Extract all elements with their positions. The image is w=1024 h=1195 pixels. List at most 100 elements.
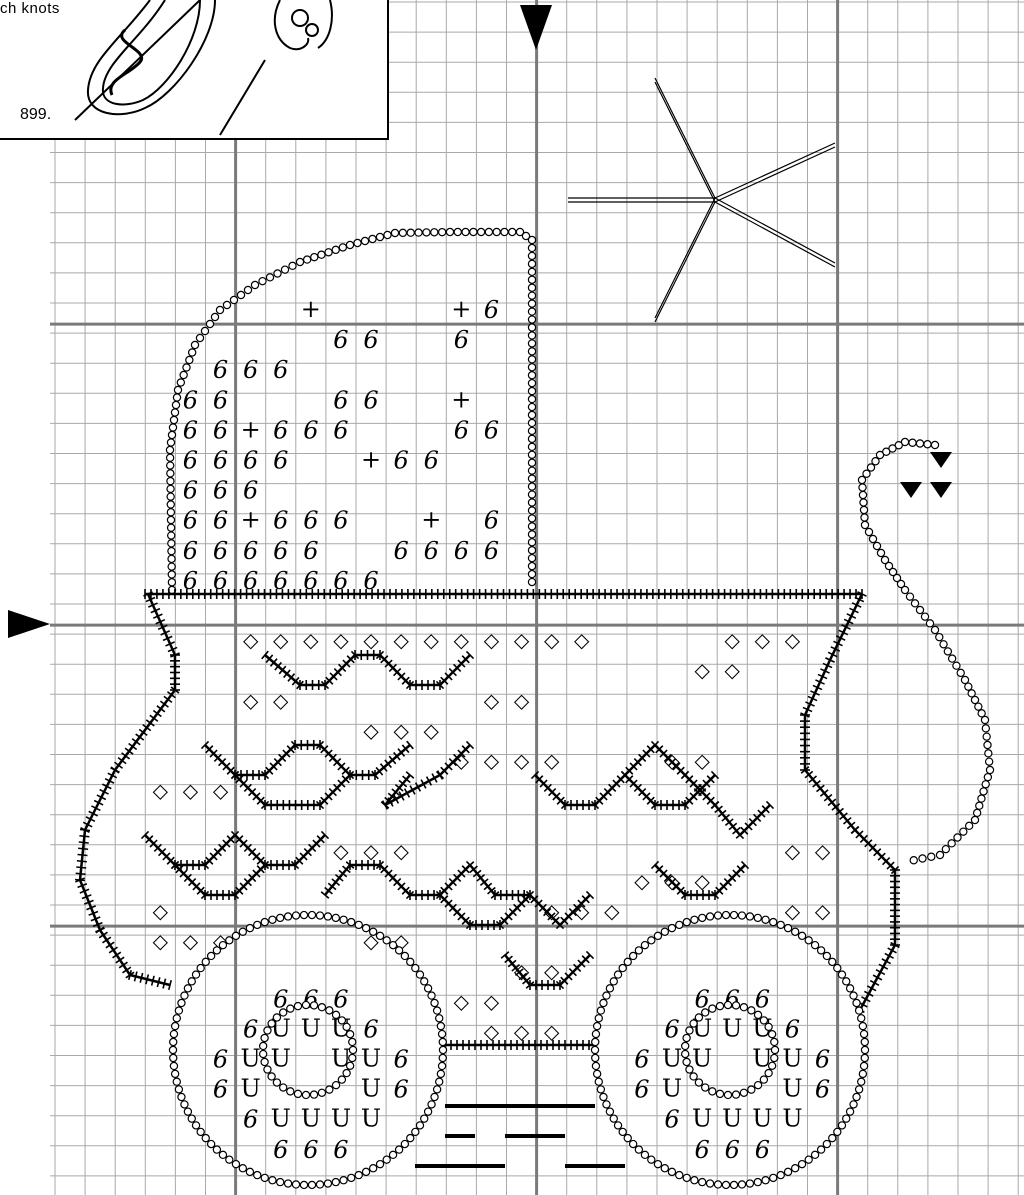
french-knot: [528, 372, 535, 379]
french-knot: [261, 1034, 268, 1041]
french-knot: [528, 427, 535, 434]
symbol-diamond: ◇: [333, 628, 349, 652]
symbol-six: 6: [363, 567, 378, 595]
french-knot: [167, 478, 174, 485]
symbol-six: 6: [213, 537, 228, 565]
symbol-six: 6: [454, 326, 469, 354]
french-knot: [326, 1007, 333, 1014]
symbol-u: U: [241, 1075, 261, 1103]
symbol-six: 6: [183, 386, 198, 414]
tail-french-knot-outline: [858, 438, 993, 863]
french-knot: [654, 932, 661, 939]
symbol-six: 6: [183, 416, 198, 444]
symbol-six: 6: [273, 507, 288, 535]
french-knot: [683, 1174, 690, 1181]
french-knot: [765, 1069, 772, 1076]
french-knot: [603, 992, 610, 999]
symbol-diamond: ◇: [514, 749, 530, 773]
french-knot: [984, 741, 991, 748]
french-knot: [208, 1140, 215, 1147]
french-knot: [421, 1115, 428, 1122]
symbol-diamond: ◇: [363, 718, 379, 742]
symbol-six: 6: [484, 296, 499, 324]
symbol-diamond: ◇: [544, 959, 560, 983]
french-knot: [431, 1093, 438, 1100]
french-knot: [528, 236, 535, 243]
french-knot: [853, 1093, 860, 1100]
french-knot: [202, 958, 209, 965]
french-knot: [949, 655, 956, 662]
symbol-diamond: ◇: [273, 628, 289, 652]
french-knot: [690, 1020, 697, 1027]
french-knot: [396, 1146, 403, 1153]
french-knot: [264, 1066, 271, 1073]
french-knot: [686, 1027, 693, 1034]
french-knot: [208, 952, 215, 959]
french-knot: [769, 1062, 776, 1069]
star-ray: [655, 82, 715, 202]
symbol-six: 6: [303, 507, 318, 535]
symbol-six: 6: [273, 1136, 288, 1164]
symbol-six: 6: [243, 567, 258, 595]
french-knot: [264, 1027, 271, 1034]
french-knot: [437, 1070, 444, 1077]
french-knot: [326, 1086, 333, 1093]
symbol-six: 6: [394, 537, 409, 565]
french-knot: [843, 978, 850, 985]
french-knot: [192, 1122, 199, 1129]
french-knot: [724, 1001, 731, 1008]
french-knot: [174, 386, 181, 393]
french-knot: [260, 1042, 267, 1049]
symbol-six: 6: [213, 507, 228, 535]
french-knot: [858, 476, 865, 483]
french-knot: [630, 952, 637, 959]
french-knot: [961, 676, 968, 683]
french-knot: [186, 356, 193, 363]
grid-major-lines: [50, 0, 1024, 1195]
symbol-six: 6: [183, 447, 198, 475]
backstitch-tick: [78, 855, 88, 856]
symbol-six: 6: [815, 1076, 830, 1104]
french-knot: [528, 380, 535, 387]
backstitch-tick: [78, 848, 88, 849]
symbol-diamond: ◇: [574, 628, 590, 652]
french-knot: [294, 1090, 301, 1097]
french-knot: [876, 451, 883, 458]
french-knot: [592, 1038, 599, 1045]
symbol-diamond: ◇: [183, 779, 199, 803]
french-knot: [184, 985, 191, 992]
symbol-six: 6: [484, 507, 499, 535]
french-knot: [308, 1181, 315, 1188]
french-knot: [213, 1146, 220, 1153]
french-knot: [928, 853, 935, 860]
french-knot: [859, 1070, 866, 1077]
french-knot: [168, 548, 175, 555]
symbol-diamond: ◇: [815, 839, 831, 863]
symbol-u: U: [241, 1045, 261, 1073]
french-knot: [318, 251, 325, 258]
french-knot: [614, 971, 621, 978]
french-knot: [213, 947, 220, 954]
french-knot: [635, 947, 642, 954]
symbol-cross: +: [301, 295, 321, 323]
french-knot: [188, 1115, 195, 1122]
symbol-diamond: ◇: [243, 688, 259, 712]
french-knot: [691, 916, 698, 923]
french-knot: [446, 228, 453, 235]
french-knot: [171, 409, 178, 416]
french-knot: [805, 1156, 812, 1163]
french-knot: [173, 1015, 180, 1022]
french-knot: [770, 1174, 777, 1181]
french-knot: [869, 535, 876, 542]
symbol-u: U: [662, 1075, 682, 1103]
french-knot: [362, 1168, 369, 1175]
triangle-marker: [900, 482, 922, 498]
french-knot: [716, 1003, 723, 1010]
symbol-diamond: ◇: [634, 869, 650, 893]
french-knot: [407, 1135, 414, 1142]
french-knot: [916, 606, 923, 613]
french-knot: [676, 1172, 683, 1179]
symbol-u: U: [722, 1105, 742, 1133]
french-knot: [528, 555, 535, 562]
symbol-u: U: [782, 1075, 802, 1103]
